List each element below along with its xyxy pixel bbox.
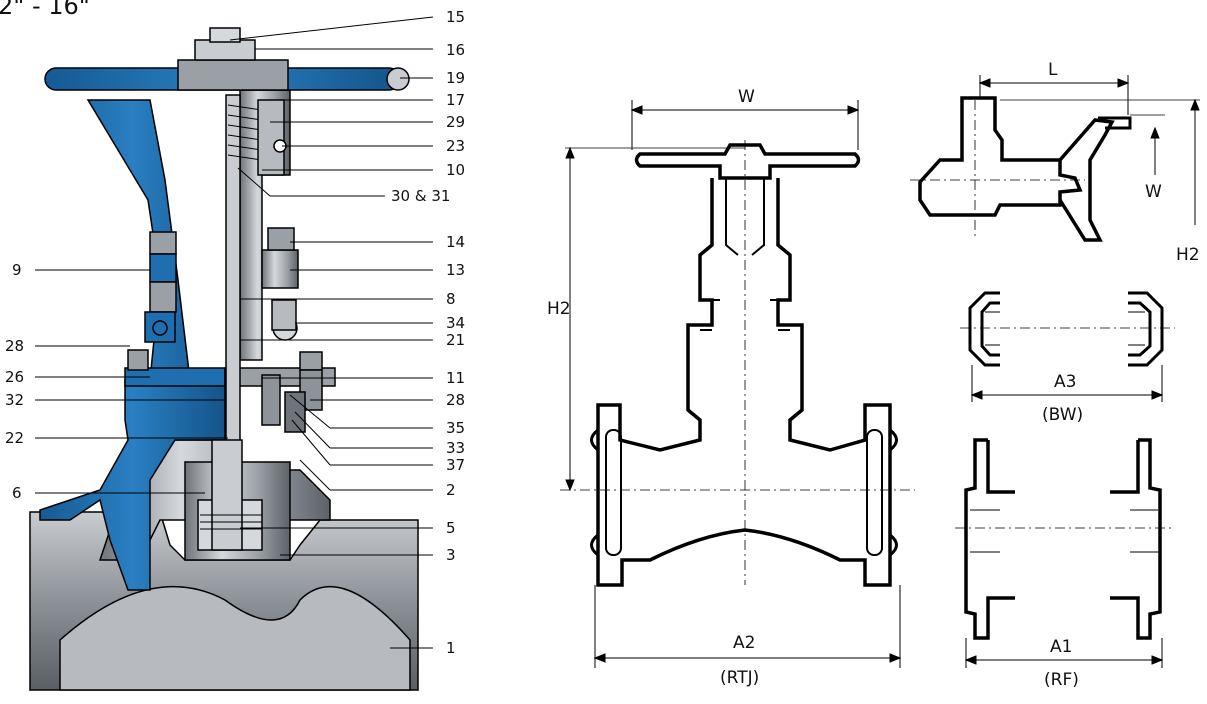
- callout-34: 34: [446, 314, 465, 332]
- callout-3: 3: [446, 546, 456, 564]
- callout-9: 9: [12, 261, 22, 279]
- gland: [261, 249, 299, 289]
- callout-28-left: 28: [5, 337, 24, 355]
- dim-bw-type: (BW): [1042, 405, 1083, 425]
- callout-16: 16: [446, 41, 465, 59]
- gland-stud: [267, 227, 295, 251]
- stem-threads: [227, 104, 263, 161]
- handwheel-hub: [177, 59, 289, 91]
- handwheel-end-cap: [386, 67, 410, 91]
- stem: [225, 94, 241, 446]
- callout-23: 23: [446, 137, 465, 155]
- flange-bolt-left: [127, 349, 149, 371]
- callout-8: 8: [446, 290, 456, 308]
- dim-front-a2: A2: [733, 633, 755, 653]
- callout-35: 35: [446, 419, 465, 437]
- callout-29: 29: [446, 113, 465, 131]
- dim-front-w: W: [738, 87, 755, 107]
- dim-gear-h2: H2: [1176, 245, 1200, 265]
- front-outline: [560, 100, 915, 668]
- callout-14: 14: [446, 233, 465, 251]
- bonnet-bolt-left-body: [149, 253, 177, 283]
- callout-19: 19: [446, 69, 465, 87]
- bonnet-bolt-left-lower: [149, 281, 177, 313]
- callouts-left: 9 28 26 32 22 6: [5, 261, 24, 502]
- callout-37: 37: [446, 456, 465, 474]
- callout-33: 33: [446, 439, 465, 457]
- size-range-title: 2" - 16": [0, 0, 90, 20]
- callout-10: 10: [446, 161, 465, 179]
- callout-15: 15: [446, 8, 465, 26]
- leader-lines-right: [229, 16, 434, 649]
- callout-2: 2: [446, 481, 456, 499]
- dim-front-h2: H2: [547, 299, 571, 319]
- leader-lines-left: [35, 269, 228, 494]
- hub-nut: [194, 39, 256, 61]
- callout-1: 1: [446, 639, 456, 657]
- callout-30-31: 30 & 31: [391, 187, 450, 205]
- callout-22: 22: [5, 429, 24, 447]
- callout-21: 21: [446, 331, 465, 349]
- spring-housing: [257, 99, 285, 176]
- dim-front-rtj: (RTJ): [720, 668, 759, 688]
- callout-17: 17: [446, 91, 465, 109]
- rf-end-outline: [955, 438, 1175, 668]
- dim-rf-type: (RF): [1044, 670, 1079, 690]
- dim-bw-a3: A3: [1054, 372, 1076, 392]
- dim-gear-w: W: [1145, 182, 1162, 202]
- callout-13: 13: [446, 261, 465, 279]
- callout-6: 6: [12, 484, 22, 502]
- callouts-right: 15 16 19 17 29 23 10 30 & 31 14 13 8 34 …: [391, 8, 465, 657]
- flange-stud-left: [261, 374, 281, 426]
- gear-operator-outline: [910, 75, 1200, 242]
- callout-26: 26: [5, 368, 24, 386]
- flange-bolt-right: [299, 351, 323, 371]
- disc-threads: [200, 514, 262, 530]
- callout-32: 32: [5, 391, 24, 409]
- cutaway-valve: [29, 27, 419, 691]
- bonnet-bolt-left: [149, 231, 177, 255]
- hub-nut-top: [209, 27, 241, 43]
- eyebolt: [271, 299, 297, 331]
- stem-lower: [211, 439, 243, 551]
- dim-gear-l: L: [1048, 60, 1058, 80]
- callout-28-right: 28: [446, 391, 465, 409]
- bw-end-outline: [960, 291, 1175, 402]
- bonnet-lug: [144, 311, 176, 343]
- dim-rf-a1: A1: [1050, 637, 1072, 657]
- callout-5: 5: [446, 519, 456, 537]
- callout-11: 11: [446, 369, 465, 387]
